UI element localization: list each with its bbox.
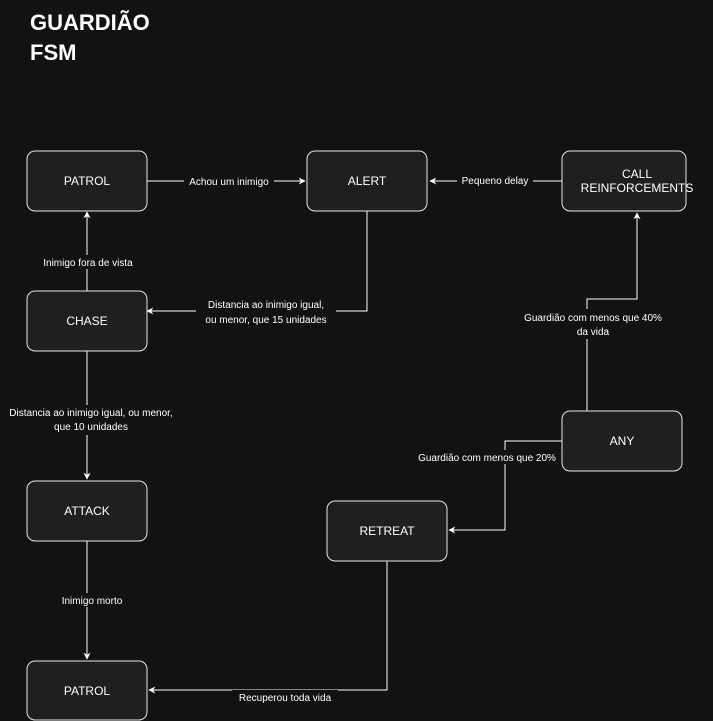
edge-alert-to-chase [146, 211, 368, 315]
label-any-to-reinforcements-2: da vida [577, 327, 610, 338]
state-call-reinforcements-label-1: CALL [622, 167, 652, 181]
label-retreat-to-patrol: Recuperou toda vida [239, 693, 332, 704]
title-line-2: FSM [30, 40, 77, 65]
state-alert[interactable]: ALERT [306, 150, 428, 212]
diagram-title: GUARDIÃO FSM [30, 8, 150, 68]
state-patrol-top-label: PATROL [64, 174, 111, 188]
label-any-to-retreat: Guardião com menos que 20% [418, 453, 556, 464]
label-patrol-to-alert: Achou um inimigo [189, 177, 269, 188]
edge-any-to-retreat [448, 440, 562, 534]
state-call-reinforcements-label-2: REINFORCEMENTS [581, 181, 694, 195]
state-alert-label: ALERT [348, 174, 387, 188]
label-any-to-reinforcements-1: Guardião com menos que 40% [524, 313, 662, 324]
state-patrol-bottom-label: PATROL [64, 684, 111, 698]
label-alert-to-chase-2: ou menor, que 15 unidades [205, 315, 326, 326]
state-patrol-top[interactable]: PATROL [26, 150, 148, 212]
state-chase[interactable]: CHASE [26, 290, 148, 352]
state-attack[interactable]: ATTACK [26, 480, 148, 542]
state-retreat[interactable]: RETREAT [326, 500, 448, 562]
state-any-label: ANY [610, 434, 635, 448]
edge-any-to-reinforcements [586, 212, 641, 411]
label-chase-to-attack-2: que 10 unidades [54, 422, 128, 433]
state-chase-label: CHASE [66, 314, 107, 328]
label-alert-to-chase-1: Distancia ao inimigo igual, [208, 300, 324, 311]
edges [83, 177, 641, 694]
label-attack-to-patrol: Inimigo morto [62, 596, 123, 607]
label-chase-to-patrol: Inimigo fora de vista [43, 258, 133, 269]
edge-retreat-to-patrol [148, 561, 388, 694]
label-reinforcements-to-alert: Pequeno delay [462, 176, 529, 187]
state-call-reinforcements[interactable]: CALL REINFORCEMENTS [561, 150, 694, 212]
states: PATROL ALERT CALL REINFORCEMENTS CHASE A… [26, 150, 694, 721]
edge-labels: Achou um inimigo Pequeno delay Inimigo f… [0, 173, 672, 704]
state-any[interactable]: ANY [561, 410, 683, 472]
state-attack-label: ATTACK [64, 504, 110, 518]
label-chase-to-attack-1: Distancia ao inimigo igual, ou menor, [9, 408, 172, 419]
state-patrol-bottom[interactable]: PATROL [26, 660, 148, 721]
title-line-1: GUARDIÃO [30, 10, 150, 35]
state-retreat-label: RETREAT [359, 524, 415, 538]
